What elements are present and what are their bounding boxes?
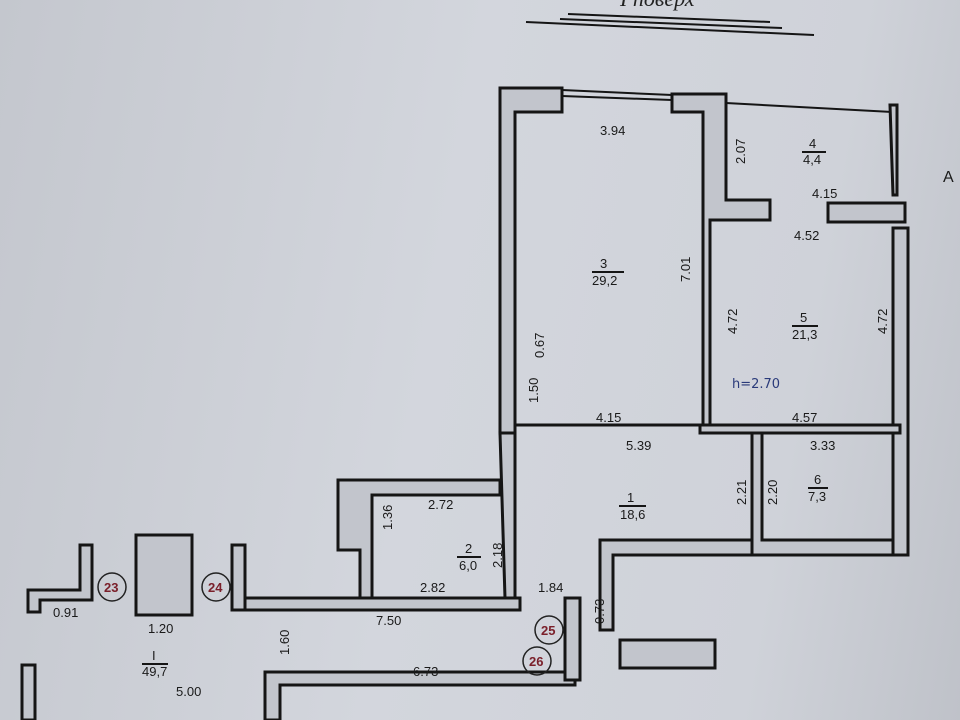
dimension-label: 6	[814, 472, 821, 487]
window	[561, 89, 673, 96]
dimension-label: 0.73	[592, 599, 607, 624]
wall-southeast	[618, 638, 717, 670]
room-1-label: 118,6	[619, 490, 646, 522]
markers: 23 24 25 26	[97, 572, 564, 676]
marker-23: 23	[97, 572, 127, 602]
dimension-label: 49,7	[142, 664, 167, 679]
dimension-label: I	[152, 648, 156, 663]
window	[561, 95, 673, 101]
dimension-label: 4,4	[803, 152, 821, 167]
room-labels: 329,2 44,4 521,3 118,6 67,3 26,0 I49,7	[142, 136, 828, 679]
dimension-label: 23	[104, 580, 118, 595]
wall-4-5	[826, 201, 907, 224]
dimensions: 3.94 7.01 0.67 1.50 4.15 2.07 4.15 4.52 …	[53, 123, 954, 699]
dimension-label: 4	[809, 136, 816, 151]
dimension-label: 3.94	[600, 123, 625, 138]
dimension-label: 2.72	[428, 497, 453, 512]
room-2-label: 26,0	[457, 541, 481, 573]
wall-west	[26, 543, 94, 614]
marker-26: 26	[522, 646, 552, 676]
wall-room-1-south	[598, 538, 754, 632]
dimension-label: 0.91	[53, 605, 78, 620]
dimension-label: 25	[541, 623, 555, 638]
floor-title: I поверх	[619, 0, 695, 11]
room-6-label: 67,3	[808, 472, 828, 504]
ceiling-height-note: h=2.70	[732, 377, 780, 392]
marker-25: 25	[534, 615, 564, 645]
dimension-label: 4.72	[875, 309, 890, 334]
dimension-label: 4.52	[794, 228, 819, 243]
wall-corridor-east	[563, 596, 582, 682]
title-underline	[567, 13, 771, 23]
title-underline	[525, 21, 815, 36]
balcony-edge	[725, 102, 894, 113]
wall-5-bottom	[698, 423, 902, 435]
wall-corridor-south	[263, 670, 577, 720]
wall-east-lower	[891, 226, 910, 557]
walls	[20, 86, 910, 720]
room-3-label: 329,2	[592, 256, 624, 288]
dimension-label: 24	[208, 580, 223, 595]
dimension-label: 2	[465, 541, 472, 556]
dimension-label: 2.82	[420, 580, 445, 595]
dimension-label: 6.73	[413, 664, 438, 679]
edge-letter: А	[943, 169, 954, 186]
wall-room-1-west	[498, 431, 517, 600]
wall-east	[888, 103, 899, 197]
dimension-label: 4.72	[725, 309, 740, 334]
dimension-label: 1.20	[148, 621, 173, 636]
dimension-label: 18,6	[620, 507, 645, 522]
dimension-label: 3	[600, 256, 607, 271]
wall-southwest	[20, 663, 37, 720]
dimension-label: 3.33	[810, 438, 835, 453]
dimension-label: 2.21	[734, 480, 749, 505]
marker-24: 24	[201, 572, 231, 602]
wall-pillar	[134, 533, 194, 617]
dimension-label: 1	[627, 490, 634, 505]
dimension-label: 2.20	[765, 480, 780, 505]
dimension-label: 1.50	[526, 378, 541, 403]
dimension-label: 7.01	[678, 257, 693, 282]
dimension-label: 1.84	[538, 580, 563, 595]
dimension-label: 4.15	[812, 186, 837, 201]
dimension-label: 7.50	[376, 613, 401, 628]
room-5-label: 521,3	[792, 310, 818, 342]
dimension-label: 21,3	[792, 327, 817, 342]
wall-room-2	[336, 478, 502, 600]
dimension-label: 1.36	[380, 505, 395, 530]
dimension-label: 26	[529, 654, 543, 669]
wall-corridor-north	[238, 596, 522, 612]
dimension-label: 2.18	[490, 543, 505, 568]
dimension-label: 29,2	[592, 273, 617, 288]
title-block: I поверх	[525, 0, 815, 36]
dimension-label: 5	[800, 310, 807, 325]
wall-pillar	[230, 543, 247, 612]
dimension-label: 6,0	[459, 558, 477, 573]
dimension-label: 5.39	[626, 438, 651, 453]
title-underline	[559, 18, 783, 29]
wall-room-3	[498, 86, 772, 435]
dimension-label: 7,3	[808, 489, 826, 504]
room-4-label: 44,4	[802, 136, 826, 167]
dimension-label: 5.00	[176, 684, 201, 699]
dimension-label: 2.07	[733, 139, 748, 164]
dimension-label: 4.57	[792, 410, 817, 425]
corridor-label: I49,7	[142, 648, 168, 679]
dimension-label: 1.60	[277, 630, 292, 655]
dimension-label: 0.67	[532, 333, 547, 358]
dimension-label: 4.15	[596, 410, 621, 425]
